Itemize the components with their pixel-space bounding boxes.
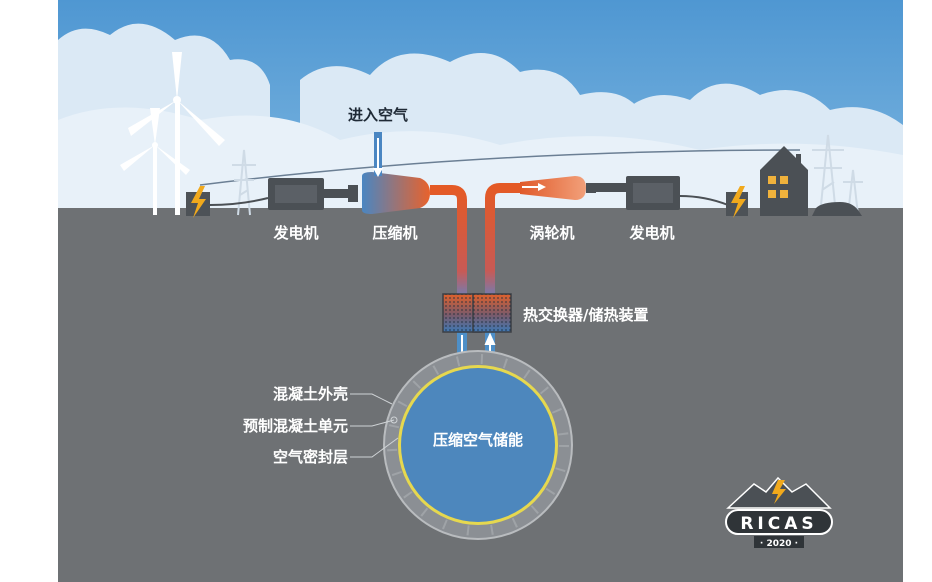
turbine: [520, 176, 596, 200]
leader-lines: [350, 393, 399, 458]
label-heat-exchanger: 热交换器/储热装置: [523, 306, 648, 324]
power-source-left: [186, 186, 210, 218]
logo-year: · 2020 ·: [760, 539, 798, 549]
label-turbine: 涡轮机: [529, 224, 574, 242]
generator-right: [596, 176, 680, 210]
label-compressor: 压缩机: [372, 224, 417, 242]
house: [760, 146, 808, 216]
storage-cavern: [383, 350, 573, 540]
pipe-hot-left: [430, 185, 467, 298]
label-precast-units: 预制混凝土单元: [243, 417, 348, 435]
turbine-arrow: [522, 183, 546, 191]
heat-exchanger: [442, 293, 512, 333]
car: [812, 202, 862, 216]
label-storage: 压缩空气储能: [433, 431, 523, 449]
label-air-seal: 空气密封层: [273, 448, 348, 466]
wind-turbines: [120, 52, 225, 215]
label-generator-left: 发电机: [272, 224, 318, 242]
ricas-logo: RICAS · 2020 ·: [725, 476, 833, 549]
power-pylons: [232, 134, 863, 216]
label-generator-right: 发电机: [628, 224, 674, 242]
air-in-arrow: [373, 138, 383, 177]
power-output-right: [726, 186, 748, 218]
label-concrete-shell: 混凝土外壳: [273, 385, 348, 403]
pipe-hot-right: [485, 183, 520, 298]
generator-left: [268, 178, 358, 210]
label-air-in: 进入空气: [348, 106, 408, 124]
logo-text: RICAS: [740, 514, 817, 534]
